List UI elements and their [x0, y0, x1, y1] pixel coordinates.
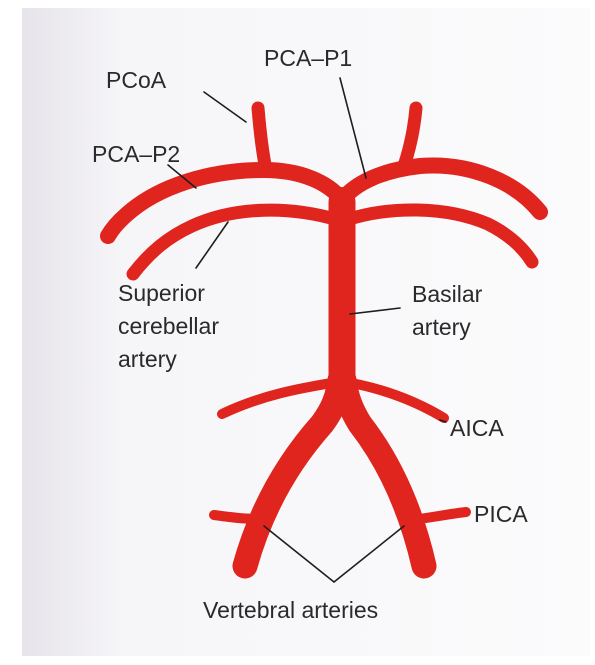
- label-superior-cerebellar-line2: cerebellar: [118, 313, 219, 339]
- label-pca-p1: PCA–P1: [264, 45, 352, 71]
- label-pcoa: PCoA: [106, 67, 167, 93]
- label-superior-cerebellar-line1: Superior: [118, 280, 205, 306]
- label-aica: AICA: [450, 415, 504, 441]
- label-pica: PICA: [474, 501, 528, 527]
- pica-left: [214, 515, 268, 519]
- label-vertebral-arteries: Vertebral arteries: [203, 597, 378, 623]
- basilar-apex: [329, 187, 355, 213]
- label-basilar-line1: Basilar: [412, 281, 483, 307]
- label-superior-cerebellar-line3: artery: [118, 346, 177, 372]
- label-pca-p2: PCA–P2: [92, 141, 180, 167]
- pcoa-left: [258, 108, 266, 170]
- label-basilar-line2: artery: [412, 314, 471, 340]
